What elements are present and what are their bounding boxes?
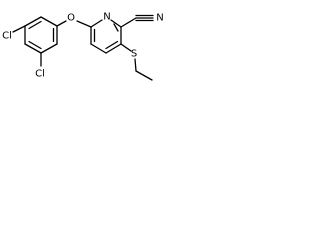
molecule-structure: Cl Cl O N N S <box>2 12 164 81</box>
atom-label-cl-bottom: Cl <box>35 69 45 80</box>
bond <box>40 43 58 54</box>
atom-label-oxygen: O <box>67 13 75 24</box>
bond <box>105 40 119 50</box>
atom-label-sulfur: S <box>131 49 137 60</box>
pyridine-ring <box>90 19 122 54</box>
dichlorophenyl-ring <box>24 16 58 54</box>
bond <box>28 40 42 50</box>
bond <box>113 23 119 32</box>
atom-label-nitrogen-ring: N <box>103 12 110 23</box>
atom-label-nitrogen-nitrile: N <box>156 13 163 24</box>
bond <box>110 19 122 28</box>
bond <box>90 19 103 28</box>
bond <box>24 43 42 54</box>
bond-o-pyridine <box>76 20 92 28</box>
bond <box>40 16 58 27</box>
bond-c-s <box>120 43 132 52</box>
bond-cl-top <box>12 25 26 33</box>
bond-aryl-o <box>56 20 67 27</box>
bond <box>24 16 42 27</box>
bond <box>105 43 122 54</box>
bond <box>28 20 42 30</box>
bond <box>90 43 107 54</box>
nitrile-triple-bond <box>135 14 154 22</box>
bond-ch2-ch3 <box>135 70 153 81</box>
atom-label-cl-top: Cl <box>2 31 12 42</box>
bond-s-ch2 <box>134 58 137 72</box>
bond-c-cn <box>120 17 137 28</box>
